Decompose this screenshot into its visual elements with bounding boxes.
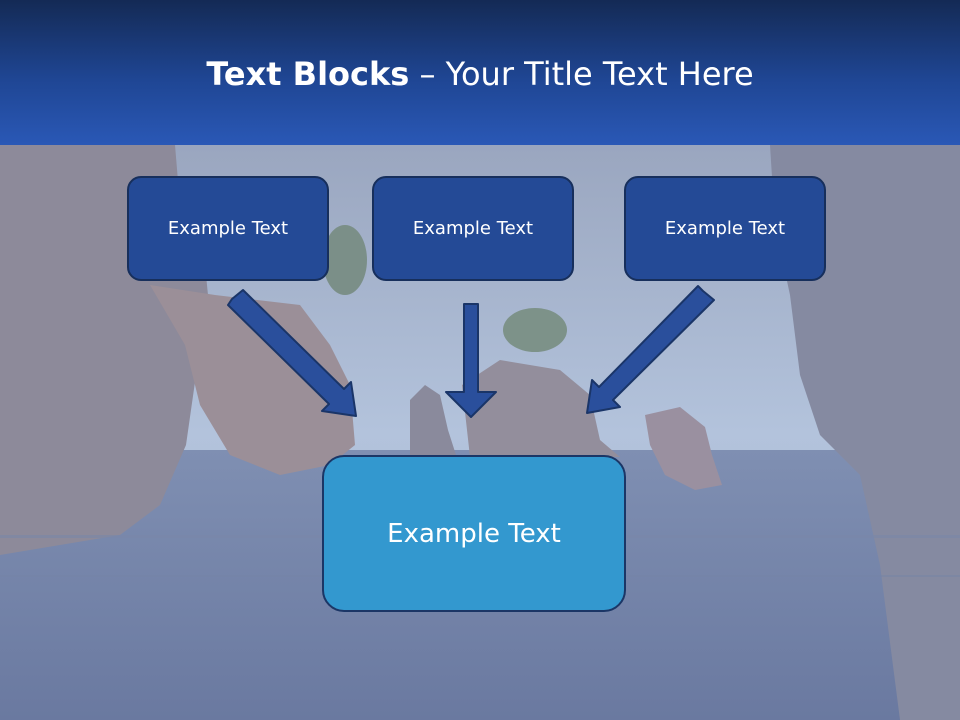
text-block-1-label: Example Text	[167, 218, 289, 239]
title-bar: Text Blocks – Your Title Text Here	[0, 0, 960, 145]
main-text-block-label: Example Text	[387, 518, 561, 549]
text-block-1[interactable]: Example Text	[127, 176, 329, 281]
text-block-3-label: Example Text	[664, 218, 786, 239]
text-block-2-label: Example Text	[412, 218, 534, 239]
title-rest: – Your Title Text Here	[409, 55, 754, 93]
slide-title[interactable]: Text Blocks – Your Title Text Here	[0, 52, 960, 96]
main-text-block[interactable]: Example Text	[322, 455, 626, 612]
arrow-left-to-center	[227, 289, 357, 417]
text-block-2[interactable]: Example Text	[372, 176, 574, 281]
title-bold: Text Blocks	[206, 55, 410, 93]
arrow-right-to-center	[586, 285, 715, 414]
arrow-middle-to-center	[445, 303, 497, 418]
text-block-3[interactable]: Example Text	[624, 176, 826, 281]
